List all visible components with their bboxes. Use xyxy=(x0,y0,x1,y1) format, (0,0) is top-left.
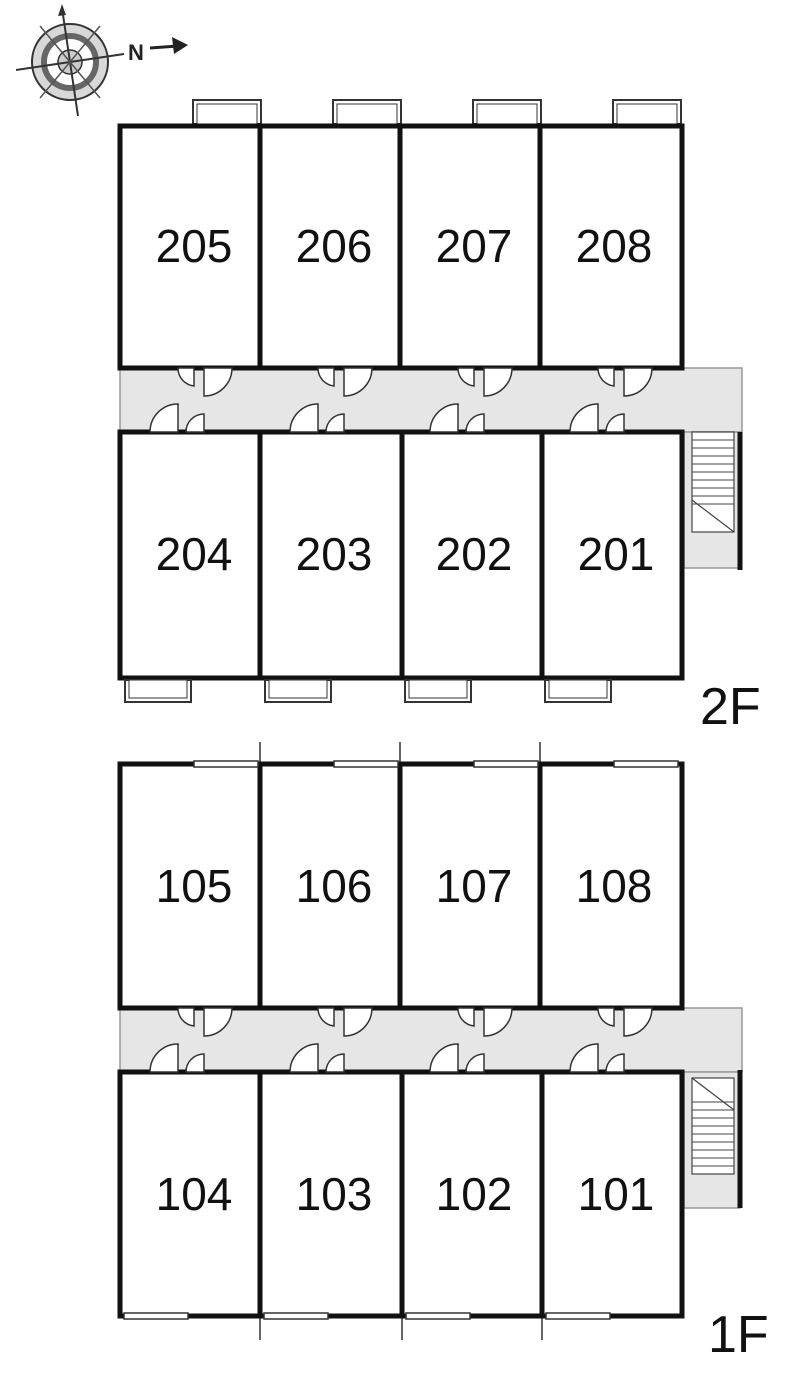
floor-label-2f: 2F xyxy=(700,678,761,736)
room-102-label: 102 xyxy=(436,1168,513,1220)
room-105-label: 105 xyxy=(156,860,233,912)
rooms-1f-bottom xyxy=(117,1069,685,1319)
room-101-label: 101 xyxy=(578,1168,655,1220)
room-205-label: 205 xyxy=(156,220,233,272)
doors-2f-top xyxy=(177,367,653,397)
compass-icon: N xyxy=(15,4,188,117)
rooms-2f-top xyxy=(117,123,685,371)
room-208-label: 208 xyxy=(576,220,653,272)
room-202-label: 202 xyxy=(436,528,513,580)
doors-2f-bottom xyxy=(149,403,625,433)
stairs-1f xyxy=(691,1070,743,1208)
floor-2f: 205 206 207 208 204 203 202 201 2F xyxy=(117,99,761,736)
room-108-label: 108 xyxy=(576,860,653,912)
doors-1f-top xyxy=(177,1007,653,1037)
windows-1f-top xyxy=(193,760,679,768)
compass-north-label: N xyxy=(128,40,144,65)
room-104-label: 104 xyxy=(156,1168,233,1220)
rooms-2f-bottom xyxy=(117,429,685,681)
room-207-label: 207 xyxy=(436,220,513,272)
floor-1f: 105 106 107 108 104 103 102 101 1F xyxy=(117,742,769,1364)
stairs-2f xyxy=(691,431,743,570)
room-203-label: 203 xyxy=(296,528,373,580)
room-107-label: 107 xyxy=(436,860,513,912)
room-103-label: 103 xyxy=(296,1168,373,1220)
room-206-label: 206 xyxy=(296,220,373,272)
doors-1f-bottom xyxy=(149,1043,625,1073)
windows-1f-bottom xyxy=(123,1312,611,1320)
room-106-label: 106 xyxy=(296,860,373,912)
floor-label-1f: 1F xyxy=(708,1306,769,1364)
room-201-label: 201 xyxy=(578,528,655,580)
room-204-label: 204 xyxy=(156,528,233,580)
balconies-2f-top xyxy=(192,99,682,125)
balconies-2f-bottom xyxy=(124,679,612,703)
